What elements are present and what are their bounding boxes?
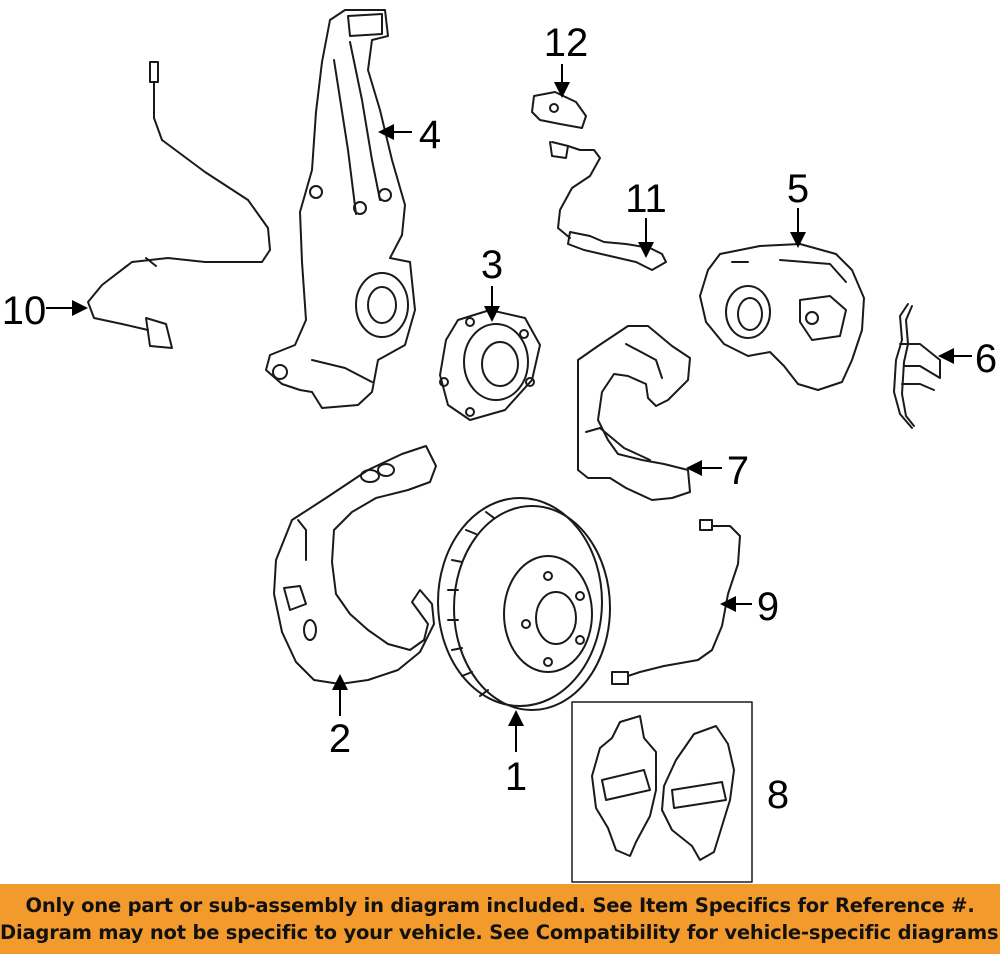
hose-bracket-part xyxy=(531,91,587,129)
steering-knuckle-part xyxy=(265,9,416,409)
callout-6: 6 xyxy=(975,337,997,381)
callout-7: 7 xyxy=(727,449,749,493)
callout-2: 2 xyxy=(329,717,351,761)
callout-8: 8 xyxy=(767,773,789,817)
anti-rattle-clip-part xyxy=(893,303,941,429)
wheel-hub-part xyxy=(439,309,541,421)
disclaimer-line-1: Only one part or sub-assembly in diagram… xyxy=(25,894,975,917)
disclaimer-banner: Only one part or sub-assembly in diagram… xyxy=(0,884,1000,954)
wear-sensor-part xyxy=(611,519,741,685)
callout-5: 5 xyxy=(787,167,809,211)
brake-assembly-diagram: 1 2 3 4 5 6 7 8 9 10 11 12 xyxy=(2,9,997,883)
dust-shield-part xyxy=(273,445,437,685)
callout-10: 10 xyxy=(2,289,47,333)
disclaimer-line-2: Diagram may not be specific to your vehi… xyxy=(0,921,1000,944)
brake-rotor-part xyxy=(437,497,611,711)
callout-11: 11 xyxy=(625,177,667,221)
wheel-speed-sensor-part xyxy=(87,61,271,349)
callout-12: 12 xyxy=(544,21,589,65)
callout-4: 4 xyxy=(419,113,441,157)
brake-caliper-part xyxy=(699,243,865,391)
callout-3: 3 xyxy=(481,243,503,287)
brake-hose-part xyxy=(549,141,667,271)
brake-pads-part xyxy=(571,701,753,883)
callout-1: 1 xyxy=(505,755,527,799)
callout-9: 9 xyxy=(757,585,779,629)
caliper-bracket-part xyxy=(577,325,691,501)
